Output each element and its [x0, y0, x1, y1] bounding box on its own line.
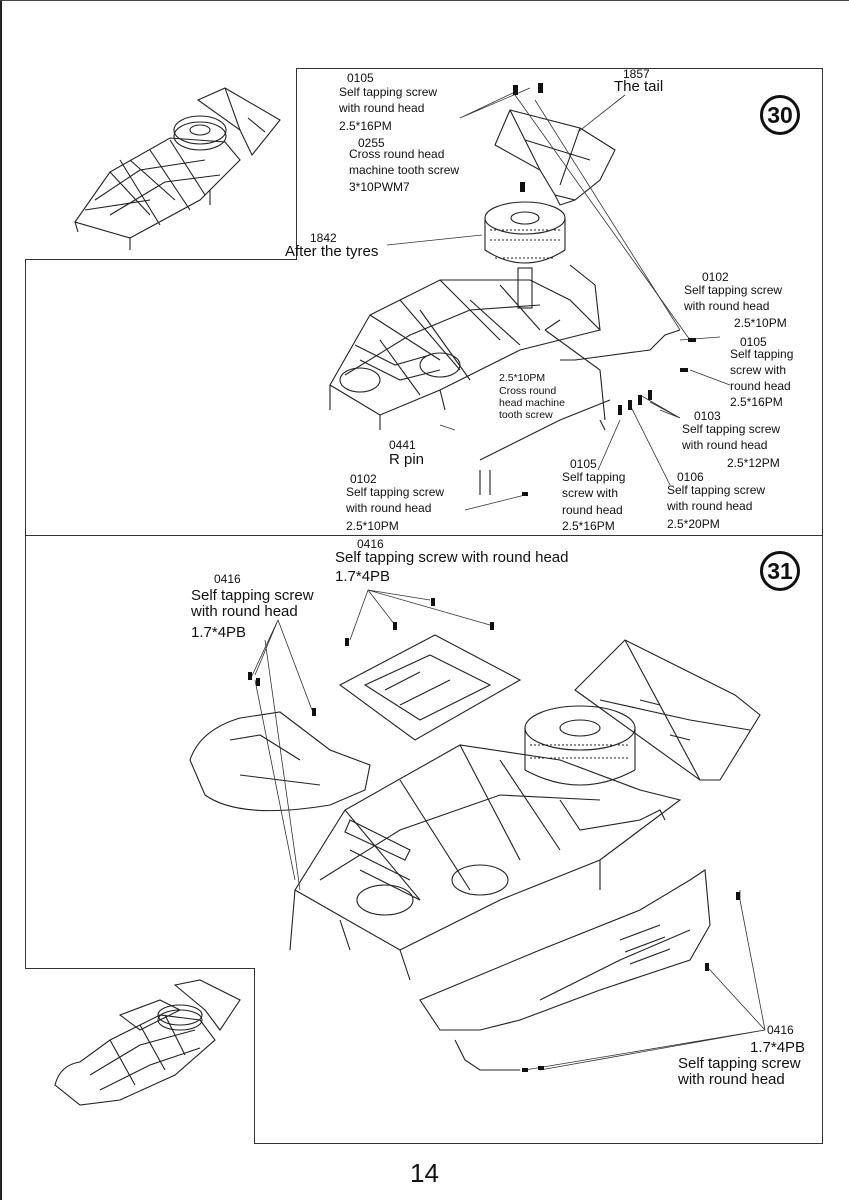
part-code-label: 0105 — [570, 457, 597, 471]
part-spec-line: 1.7*4PB — [191, 624, 247, 641]
part-spec-line: 2.5*12PM — [727, 456, 780, 470]
page-number: 14 — [410, 1158, 439, 1188]
part-spec-line: 1.7*4PB — [335, 568, 391, 585]
part-desc-line: Self tapping — [730, 347, 794, 361]
part-desc-line: head machine — [499, 397, 565, 409]
step-31-front-bumper — [189, 711, 371, 812]
part-code-label: 1857 — [623, 67, 650, 81]
part-desc-line: Self tapping screw — [191, 587, 314, 604]
part-desc-line: Self tapping screw — [684, 283, 783, 297]
part-desc-line: with round head — [346, 501, 432, 515]
part-desc-line: round head — [730, 379, 791, 393]
part-code-label: 0441 — [389, 438, 416, 452]
step-divider — [25, 535, 823, 536]
part-desc-line: with round head — [684, 299, 770, 313]
page-edge-left — [0, 0, 2, 1200]
part-code-label: 0102 — [702, 270, 729, 284]
part-desc-line: Cross round head — [349, 147, 445, 161]
part-desc-line: Self tapping screw — [346, 485, 445, 499]
part-name-label: After the tyres — [285, 243, 379, 260]
part-spec-line: 3*10PWM7 — [349, 180, 410, 194]
step-31-spare-tyre — [524, 705, 636, 786]
part-desc-line: with round head — [339, 101, 425, 115]
part-spec-line: 2.5*10PM — [734, 316, 787, 330]
part-code-label: 0103 — [694, 409, 721, 423]
part-code-label: 0106 — [677, 470, 704, 484]
part-desc-line: Self tapping — [562, 470, 626, 484]
part-spec-line: 2.5*20PM — [667, 517, 720, 531]
part-desc-line: with round head — [667, 499, 753, 513]
part-desc-line: with round head — [191, 603, 298, 620]
part-spec-line: 1.7*4PB — [750, 1039, 806, 1056]
part-desc-line: Self tapping screw with round head — [335, 549, 569, 566]
part-desc-line: Self tapping screw — [667, 483, 766, 497]
step-30-overview-inset — [25, 68, 297, 260]
part-desc-line: Self tapping screw — [682, 422, 781, 436]
step-31-side-panel — [419, 869, 711, 1071]
page-edge-top — [0, 0, 849, 1]
part-code-label: 0416 — [767, 1023, 794, 1037]
step-30-badge: 30 — [760, 95, 800, 135]
part-code-label: 1842 — [310, 231, 337, 245]
step-30-inset-chassis — [74, 87, 281, 250]
step-30-rear-wing — [494, 109, 616, 206]
part-code-label: 0105 — [740, 335, 767, 349]
part-desc-line: Self tapping screw — [678, 1055, 801, 1072]
diagram-frame — [25, 68, 823, 1144]
step-31-hood-panel — [338, 634, 522, 741]
screw-markers — [248, 83, 740, 1072]
part-code-label: 0105 — [347, 71, 374, 85]
part-desc-line: Self tapping screw — [339, 85, 438, 99]
part-code-label: 0416 — [214, 572, 241, 586]
part-code-label: 0416 — [357, 537, 384, 551]
part-name-label: R pin — [389, 451, 425, 468]
part-desc-line: screw with — [730, 363, 787, 377]
step-31-rear-wing — [574, 639, 761, 781]
part-spec-line: 2.5*16PM — [339, 119, 392, 133]
part-desc-line: round head — [562, 503, 623, 517]
step-31-inset-chassis — [54, 979, 241, 1106]
part-spec-line: 2.5*16PM — [730, 395, 783, 409]
part-name-label: The tail — [614, 78, 664, 95]
part-spec-line: 2.5*10PM — [499, 372, 546, 384]
part-desc-line: Cross round — [499, 385, 557, 397]
part-desc-line: tooth screw — [499, 409, 553, 421]
step-31-overview-inset — [25, 968, 255, 1144]
step-31-roll-cage — [289, 744, 682, 981]
step-31-badge: 31 — [760, 551, 800, 591]
part-code-label: 0255 — [358, 136, 385, 150]
part-desc-line: with round head — [682, 438, 768, 452]
part-desc-line: screw with — [562, 486, 619, 500]
part-spec-line: 2.5*16PM — [562, 519, 615, 533]
part-desc-line: with round head — [678, 1071, 785, 1088]
part-desc-line: machine tooth screw — [349, 163, 460, 177]
leader-lines — [249, 87, 766, 1071]
part-spec-line: 2.5*10PM — [346, 519, 399, 533]
step-30-spare-tyre — [484, 201, 566, 309]
part-code-label: 0102 — [350, 472, 377, 486]
step-30-roll-cage — [329, 264, 681, 495]
